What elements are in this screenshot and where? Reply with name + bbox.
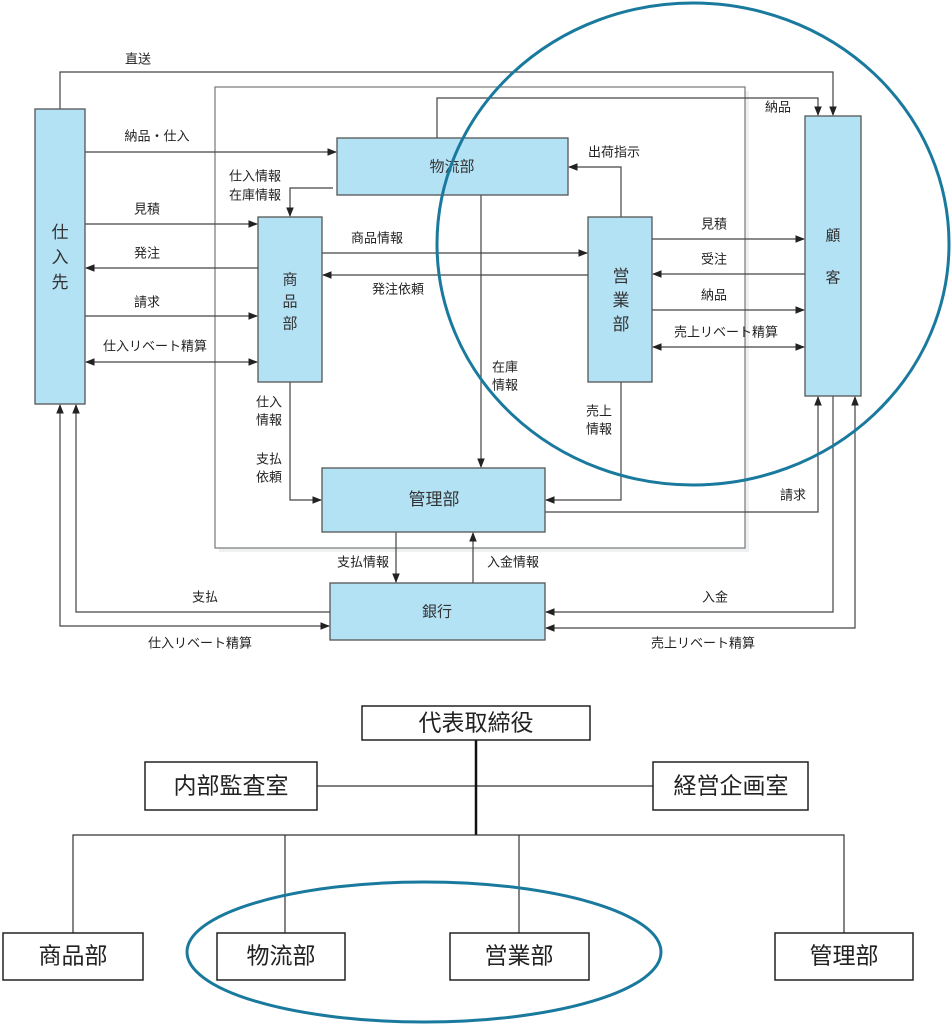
label-delivery-purchase: 納品・仕入: [124, 130, 189, 145]
label-purchase-info: 仕入: [256, 396, 282, 411]
merch-label: 商: [282, 271, 297, 289]
supplier-label: 入: [52, 248, 69, 268]
org-admin-box: [774, 932, 914, 981]
org-audit-label: 内部監査室: [174, 774, 289, 800]
label-payment-request: 支払: [256, 453, 282, 468]
org-audit-box: [144, 761, 318, 811]
label-order: 発注: [134, 247, 160, 262]
org-planning-label: 経営企画室: [674, 774, 789, 800]
ship-instruction-line: [568, 163, 622, 217]
customer-box: 顧 客: [804, 115, 862, 397]
merch-box: 商 品 部: [257, 216, 323, 383]
sales-label: 営: [613, 267, 630, 287]
label-payment: 支払: [192, 591, 218, 606]
label-deposit: 入金: [702, 590, 728, 606]
label-sales-info: 情報: [586, 423, 612, 438]
purchase-stock-info-line: [286, 187, 333, 217]
customer-label: 客: [825, 269, 840, 287]
label-sales-info: 売上: [586, 404, 612, 420]
customer-label: 顧: [825, 227, 840, 245]
label-payment-request: 依頼: [256, 471, 282, 486]
org-highlight-ellipse: [185, 880, 663, 1024]
label-order-request: 発注依頼: [372, 283, 424, 298]
supplier-label: 先: [52, 273, 69, 293]
label-stock-info: 情報: [492, 379, 518, 394]
label-purchase-info: 情報: [256, 414, 282, 429]
merch-label: 部: [282, 315, 297, 333]
label-quote: 見積: [134, 203, 160, 218]
label-delivery: 納品: [765, 101, 791, 116]
org-logistics-label: 物流部: [247, 944, 316, 970]
bottom-purchase-rebate-line: [56, 404, 330, 630]
label-invoice: 請求: [134, 296, 160, 311]
org-sales-label: 営業部: [485, 944, 554, 970]
flow-lines: [56, 71, 859, 632]
label-bottom-sales-rebate: 売上リベート精算: [651, 636, 755, 652]
admin-box: 管理部: [321, 467, 546, 533]
delivery-line: [436, 97, 822, 138]
logistics-box: 物流部: [336, 137, 569, 196]
bank-box: 銀行: [329, 582, 546, 641]
org-planning-box: [652, 761, 809, 811]
bank-label: 銀行: [422, 603, 452, 621]
label-deposit-info: 入金情報: [487, 555, 539, 571]
label-stock-info: 在庫情報: [229, 189, 281, 204]
org-ceo-box: [361, 705, 591, 741]
label-cust-invoice: 請求: [780, 489, 806, 504]
org-merch-box: [2, 932, 144, 981]
label-purchase-info: 仕入情報: [229, 170, 281, 185]
label-payment-info: 支払情報: [337, 556, 389, 571]
sales-label: 部: [613, 315, 630, 335]
label-cust-order: 受注: [701, 253, 727, 268]
label-cust-delivery: 納品: [701, 289, 727, 304]
direct-ship-line: [59, 71, 837, 116]
supplier-box: 仕 入 先: [34, 108, 86, 405]
admin-label: 管理部: [409, 490, 460, 510]
label-direct: 直送: [125, 53, 151, 68]
label-bottom-purchase-rebate: 仕入リベート精算: [148, 637, 252, 652]
flow-labels: 直送 納品・仕入 仕入情報 在庫情報 見積 発注 請求 仕入リベート精算 商品情…: [103, 53, 806, 652]
label-purchase-rebate: 仕入リベート精算: [103, 340, 207, 355]
merch-label: 品: [282, 293, 297, 311]
org-ceo-label: 代表取締役: [419, 711, 534, 737]
org-admin-label: 管理部: [810, 944, 879, 970]
supplier-label: 仕: [52, 223, 69, 243]
sales-box: 営 業 部: [587, 216, 653, 383]
label-product-info: 商品情報: [351, 232, 403, 247]
label-sales-rebate: 売上リベート精算: [674, 325, 778, 341]
bottom-sales-rebate-line: [545, 396, 859, 632]
org-chart: 代表取締役 内部監査室 経営企画室 商品部 物流部 営業部 管理部: [2, 705, 914, 1024]
label-stock-info: 在庫: [492, 361, 518, 376]
org-logistics-box: [216, 932, 346, 981]
org-merch-label: 商品部: [39, 944, 108, 970]
label-ship-instruction: 出荷指示: [588, 146, 640, 161]
label-cust-quote: 見積: [701, 218, 727, 233]
sales-label: 業: [613, 291, 630, 311]
highlight-circle: [435, 1, 951, 487]
org-sales-box: [449, 932, 590, 981]
